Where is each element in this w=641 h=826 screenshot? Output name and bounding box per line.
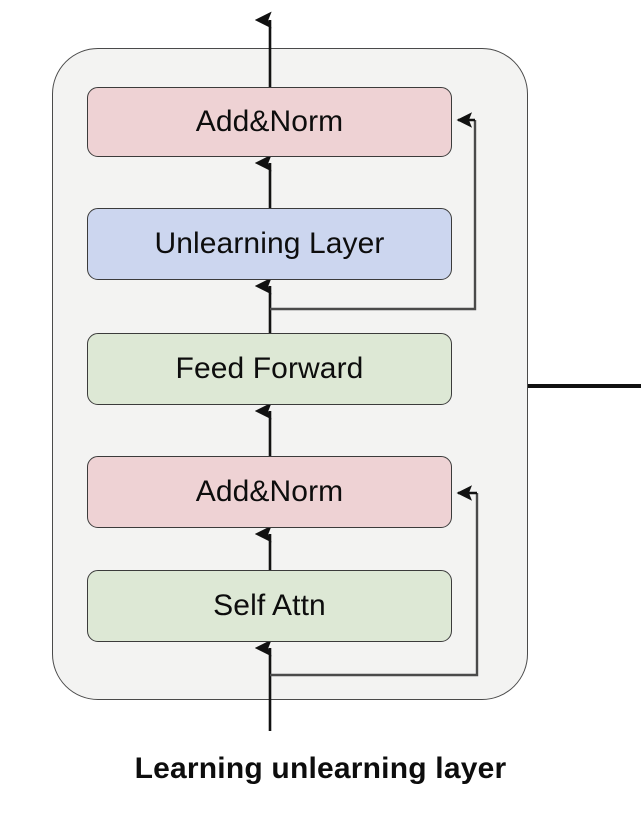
- block-add-norm-top[interactable]: Add&Norm: [87, 87, 452, 157]
- block-add-norm-bottom[interactable]: Add&Norm: [87, 456, 452, 528]
- block-label: Unlearning Layer: [154, 227, 385, 260]
- figure-caption: Learning unlearning layer: [134, 752, 507, 785]
- block-label: Self Attn: [213, 589, 326, 622]
- block-label: Add&Norm: [195, 105, 344, 138]
- block-unlearning-layer[interactable]: Unlearning Layer: [87, 208, 452, 280]
- block-feed-forward[interactable]: Feed Forward: [87, 333, 452, 405]
- block-self-attn[interactable]: Self Attn: [87, 570, 452, 642]
- block-label: Add&Norm: [195, 475, 344, 508]
- block-label: Feed Forward: [175, 352, 364, 385]
